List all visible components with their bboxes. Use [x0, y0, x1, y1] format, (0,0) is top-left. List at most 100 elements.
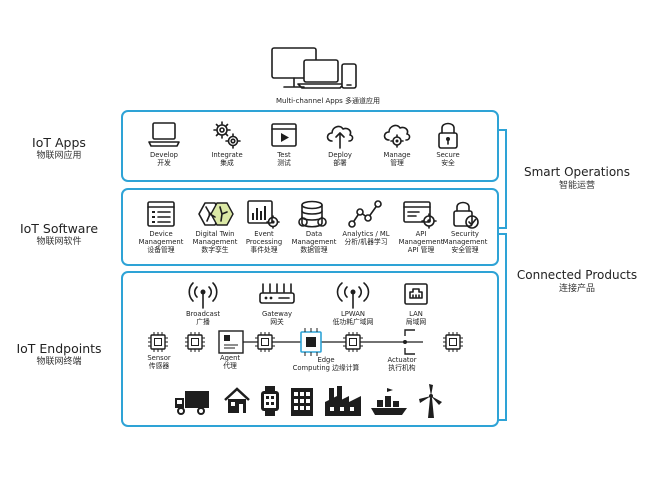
- app-label-cn: 测试: [277, 159, 291, 167]
- app-manage: Manage 管理: [362, 119, 432, 167]
- factory-icon: [325, 386, 361, 416]
- software-label-cn: 数据管理: [300, 246, 328, 254]
- iot-software-label: IoT Software 物联网软件: [0, 221, 118, 249]
- software-label-line2: Processing: [245, 238, 283, 246]
- edge-label-line2: Computing 边缘计算: [281, 364, 371, 372]
- connectivity-label-cn: 网关: [270, 318, 284, 326]
- ethernet-port-icon: [404, 283, 428, 305]
- event-chart-icon: [247, 200, 280, 229]
- software-label-cn: API 管理: [407, 246, 435, 254]
- edge-label-line1: Edge: [317, 356, 335, 364]
- building-icon: [291, 388, 313, 416]
- software-label-line2: Management: [442, 238, 488, 246]
- actuator-label: Actuator 执行机构: [380, 356, 424, 372]
- app-test: Test 测试: [249, 119, 319, 167]
- smart-operations-subtitle: 智能运营: [558, 181, 595, 191]
- gears-icon: [213, 121, 241, 149]
- sensor-label: Sensor 传感器: [137, 354, 181, 370]
- app-secure: Secure 安全: [413, 119, 483, 167]
- connectivity-lpwan: LPWAN 低功耗广域网: [318, 280, 388, 326]
- software-label-line1: Digital Twin: [195, 230, 235, 238]
- chip-icon: [342, 331, 364, 353]
- iot-endpoints-title: IoT Endpoints: [16, 341, 102, 356]
- connected-products-subtitle: 连接产品: [558, 284, 595, 294]
- cloud-gear-icon: [383, 124, 411, 148]
- chip-icon: [254, 331, 276, 353]
- iot-apps-panel: [121, 110, 499, 182]
- app-integrate: Integrate 集成: [192, 119, 262, 167]
- connectivity-gateway: Gateway 网关: [242, 280, 312, 326]
- software-label-cn: 事件处理: [250, 246, 278, 254]
- edge-chip-row: [147, 328, 464, 356]
- smart-operations-label: Smart Operations 智能运营: [512, 165, 642, 193]
- software-digital-twin: Digital Twin Management 数字孪生: [180, 198, 250, 254]
- agent-label-cn: 代理: [223, 362, 237, 370]
- iot-apps-label: IoT Apps 物联网应用: [0, 135, 118, 163]
- software-label-line1: Data: [305, 230, 323, 238]
- app-label-cn: 管理: [390, 159, 404, 167]
- software-label-line1: API: [415, 230, 427, 238]
- edge-computing-label: Edge Computing 边缘计算: [281, 356, 371, 372]
- api-window-icon: [403, 201, 437, 229]
- connected-products-label: Connected Products 连接产品: [512, 268, 642, 296]
- cloud-upload-icon: [326, 125, 354, 149]
- software-api-management: API Management API 管理: [386, 198, 456, 254]
- app-label-en: Test: [277, 151, 291, 159]
- connectivity-broadcast: Broadcast 广播: [168, 280, 238, 326]
- app-label-en: Deploy: [328, 151, 352, 159]
- app-label-en: Manage: [383, 151, 411, 159]
- connectivity-label-cn: 低功耗广域网: [332, 318, 374, 326]
- multi-channel-devices-icon: [266, 44, 362, 98]
- truck-icon: [175, 391, 209, 415]
- smartwatch-icon: [261, 386, 279, 416]
- edge-label-cn: 边缘计算: [332, 364, 360, 372]
- connectivity-label-en: Gateway: [261, 310, 293, 318]
- actuator-icon: [404, 329, 415, 355]
- sensor-label-en: Sensor: [147, 354, 171, 362]
- app-label-en: Develop: [150, 151, 178, 159]
- connectivity-label-en: LPWAN: [341, 310, 365, 318]
- software-data-management: Data Management 数据管理: [279, 198, 349, 254]
- software-label-line1: Device: [149, 230, 173, 238]
- connected-products-title: Connected Products: [516, 268, 638, 282]
- broadcast-antenna-icon: [188, 282, 218, 309]
- analytics-icon: [348, 200, 382, 228]
- video-window-icon: [271, 123, 297, 147]
- connectivity-label-cn: 广播: [196, 318, 210, 326]
- security-shield-icon: [453, 201, 479, 229]
- software-label-line2: Management: [398, 238, 444, 246]
- software-security-management: Security Management 安全管理: [430, 198, 500, 254]
- app-label-cn: 开发: [157, 159, 171, 167]
- gateway-router-icon: [259, 283, 295, 304]
- sensor-chip-icon: [147, 331, 169, 353]
- software-label-line2: Management: [138, 238, 184, 246]
- house-icon: [224, 387, 250, 413]
- padlock-icon: [438, 122, 458, 149]
- software-label-cn: 分析/机器学习: [344, 238, 388, 246]
- app-deploy: Deploy 部署: [305, 119, 375, 167]
- app-label-en: Secure: [436, 151, 460, 159]
- connectivity-label-cn: 局域网: [405, 318, 427, 326]
- agent-label: Agent 代理: [208, 354, 252, 370]
- iot-software-title: IoT Software: [19, 221, 99, 236]
- software-analytics-ml: Analytics / ML 分析/机器学习: [331, 198, 401, 246]
- iot-apps-subtitle: 物联网应用: [36, 151, 82, 161]
- app-label-cn: 部署: [333, 159, 347, 167]
- software-device-management: Device Management 设备管理: [126, 198, 196, 254]
- software-label-line2: Management: [291, 238, 337, 246]
- connectivity-lan: LAN 局域网: [381, 280, 451, 326]
- iot-apps-title: IoT Apps: [32, 135, 86, 150]
- app-develop: Develop 开发: [129, 119, 199, 167]
- devices-row: [175, 384, 442, 418]
- chip-icon: [184, 331, 206, 353]
- software-label-cn: 安全管理: [451, 246, 479, 254]
- software-label-cn: 数字孪生: [201, 246, 229, 254]
- software-label-line1: Security: [451, 230, 479, 238]
- connectivity-label-en: Broadcast: [185, 310, 221, 318]
- software-label-line1: Event: [254, 230, 274, 238]
- software-label-line1: Analytics / ML: [342, 230, 390, 238]
- software-label-cn: 设备管理: [147, 246, 175, 254]
- software-event-processing: Event Processing 事件处理: [229, 198, 299, 254]
- device-list-icon: [147, 201, 175, 227]
- app-label-cn: 安全: [441, 159, 455, 167]
